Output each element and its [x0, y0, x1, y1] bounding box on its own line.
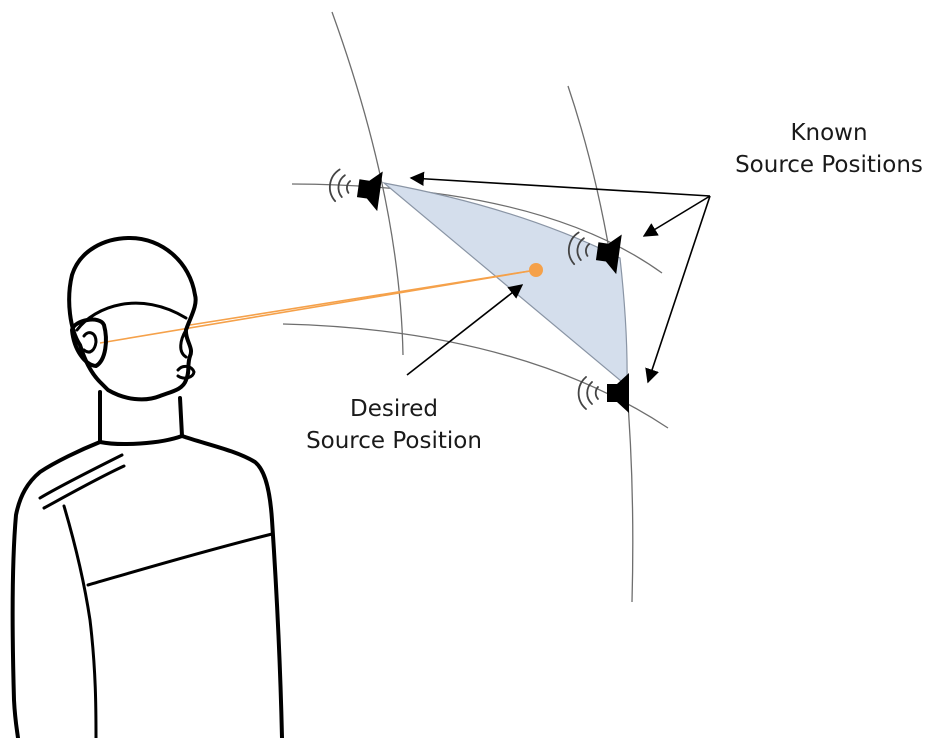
sound-waves-icon	[328, 168, 352, 203]
left-shoulder	[10, 440, 102, 738]
sound-waves-icon	[577, 376, 599, 410]
speaker-top-left	[328, 168, 383, 212]
arrow-desired	[406, 284, 524, 376]
speaker-middle	[567, 231, 622, 275]
desired-label-line2: Source Position	[306, 428, 482, 454]
shirt-seam-left-inner	[42, 464, 126, 510]
ear-inner	[82, 331, 98, 354]
known-source-positions-label: Known Source Positions	[724, 117, 931, 181]
known-label-line1: Known	[790, 120, 868, 146]
arm-line	[62, 504, 98, 738]
desired-source-position-label: Desired Source Position	[290, 393, 498, 457]
desired-source-dot	[529, 263, 543, 277]
head-seam	[75, 301, 188, 332]
speaker-icon	[356, 171, 383, 212]
head-outline	[67, 236, 198, 402]
known-label-line2: Source Positions	[735, 152, 923, 178]
nose	[179, 328, 188, 359]
collar	[98, 434, 184, 446]
listener-rays	[99, 269, 537, 344]
arrow-known-top	[409, 171, 711, 197]
chest-line	[86, 532, 274, 587]
grid-arc-top-parallel	[291, 183, 663, 274]
neck-right	[178, 396, 184, 438]
shirt-seam-left	[38, 453, 124, 500]
desired-label-line1: Desired	[350, 396, 438, 422]
grid-arc-left-meridian	[331, 11, 404, 356]
ray-right-ear	[189, 269, 537, 326]
sound-waves-icon	[567, 231, 591, 266]
annotation-arrows	[406, 171, 711, 384]
speaker-bottom	[577, 373, 629, 413]
speaker-icon	[595, 234, 622, 275]
mouth	[176, 364, 196, 380]
person-head-torso-icon	[10, 236, 284, 738]
arrow-known-bottom	[645, 195, 711, 384]
ear	[70, 317, 108, 368]
right-shoulder	[180, 434, 284, 738]
speaker-icon	[607, 373, 629, 413]
arrow-known-middle	[642, 195, 711, 237]
